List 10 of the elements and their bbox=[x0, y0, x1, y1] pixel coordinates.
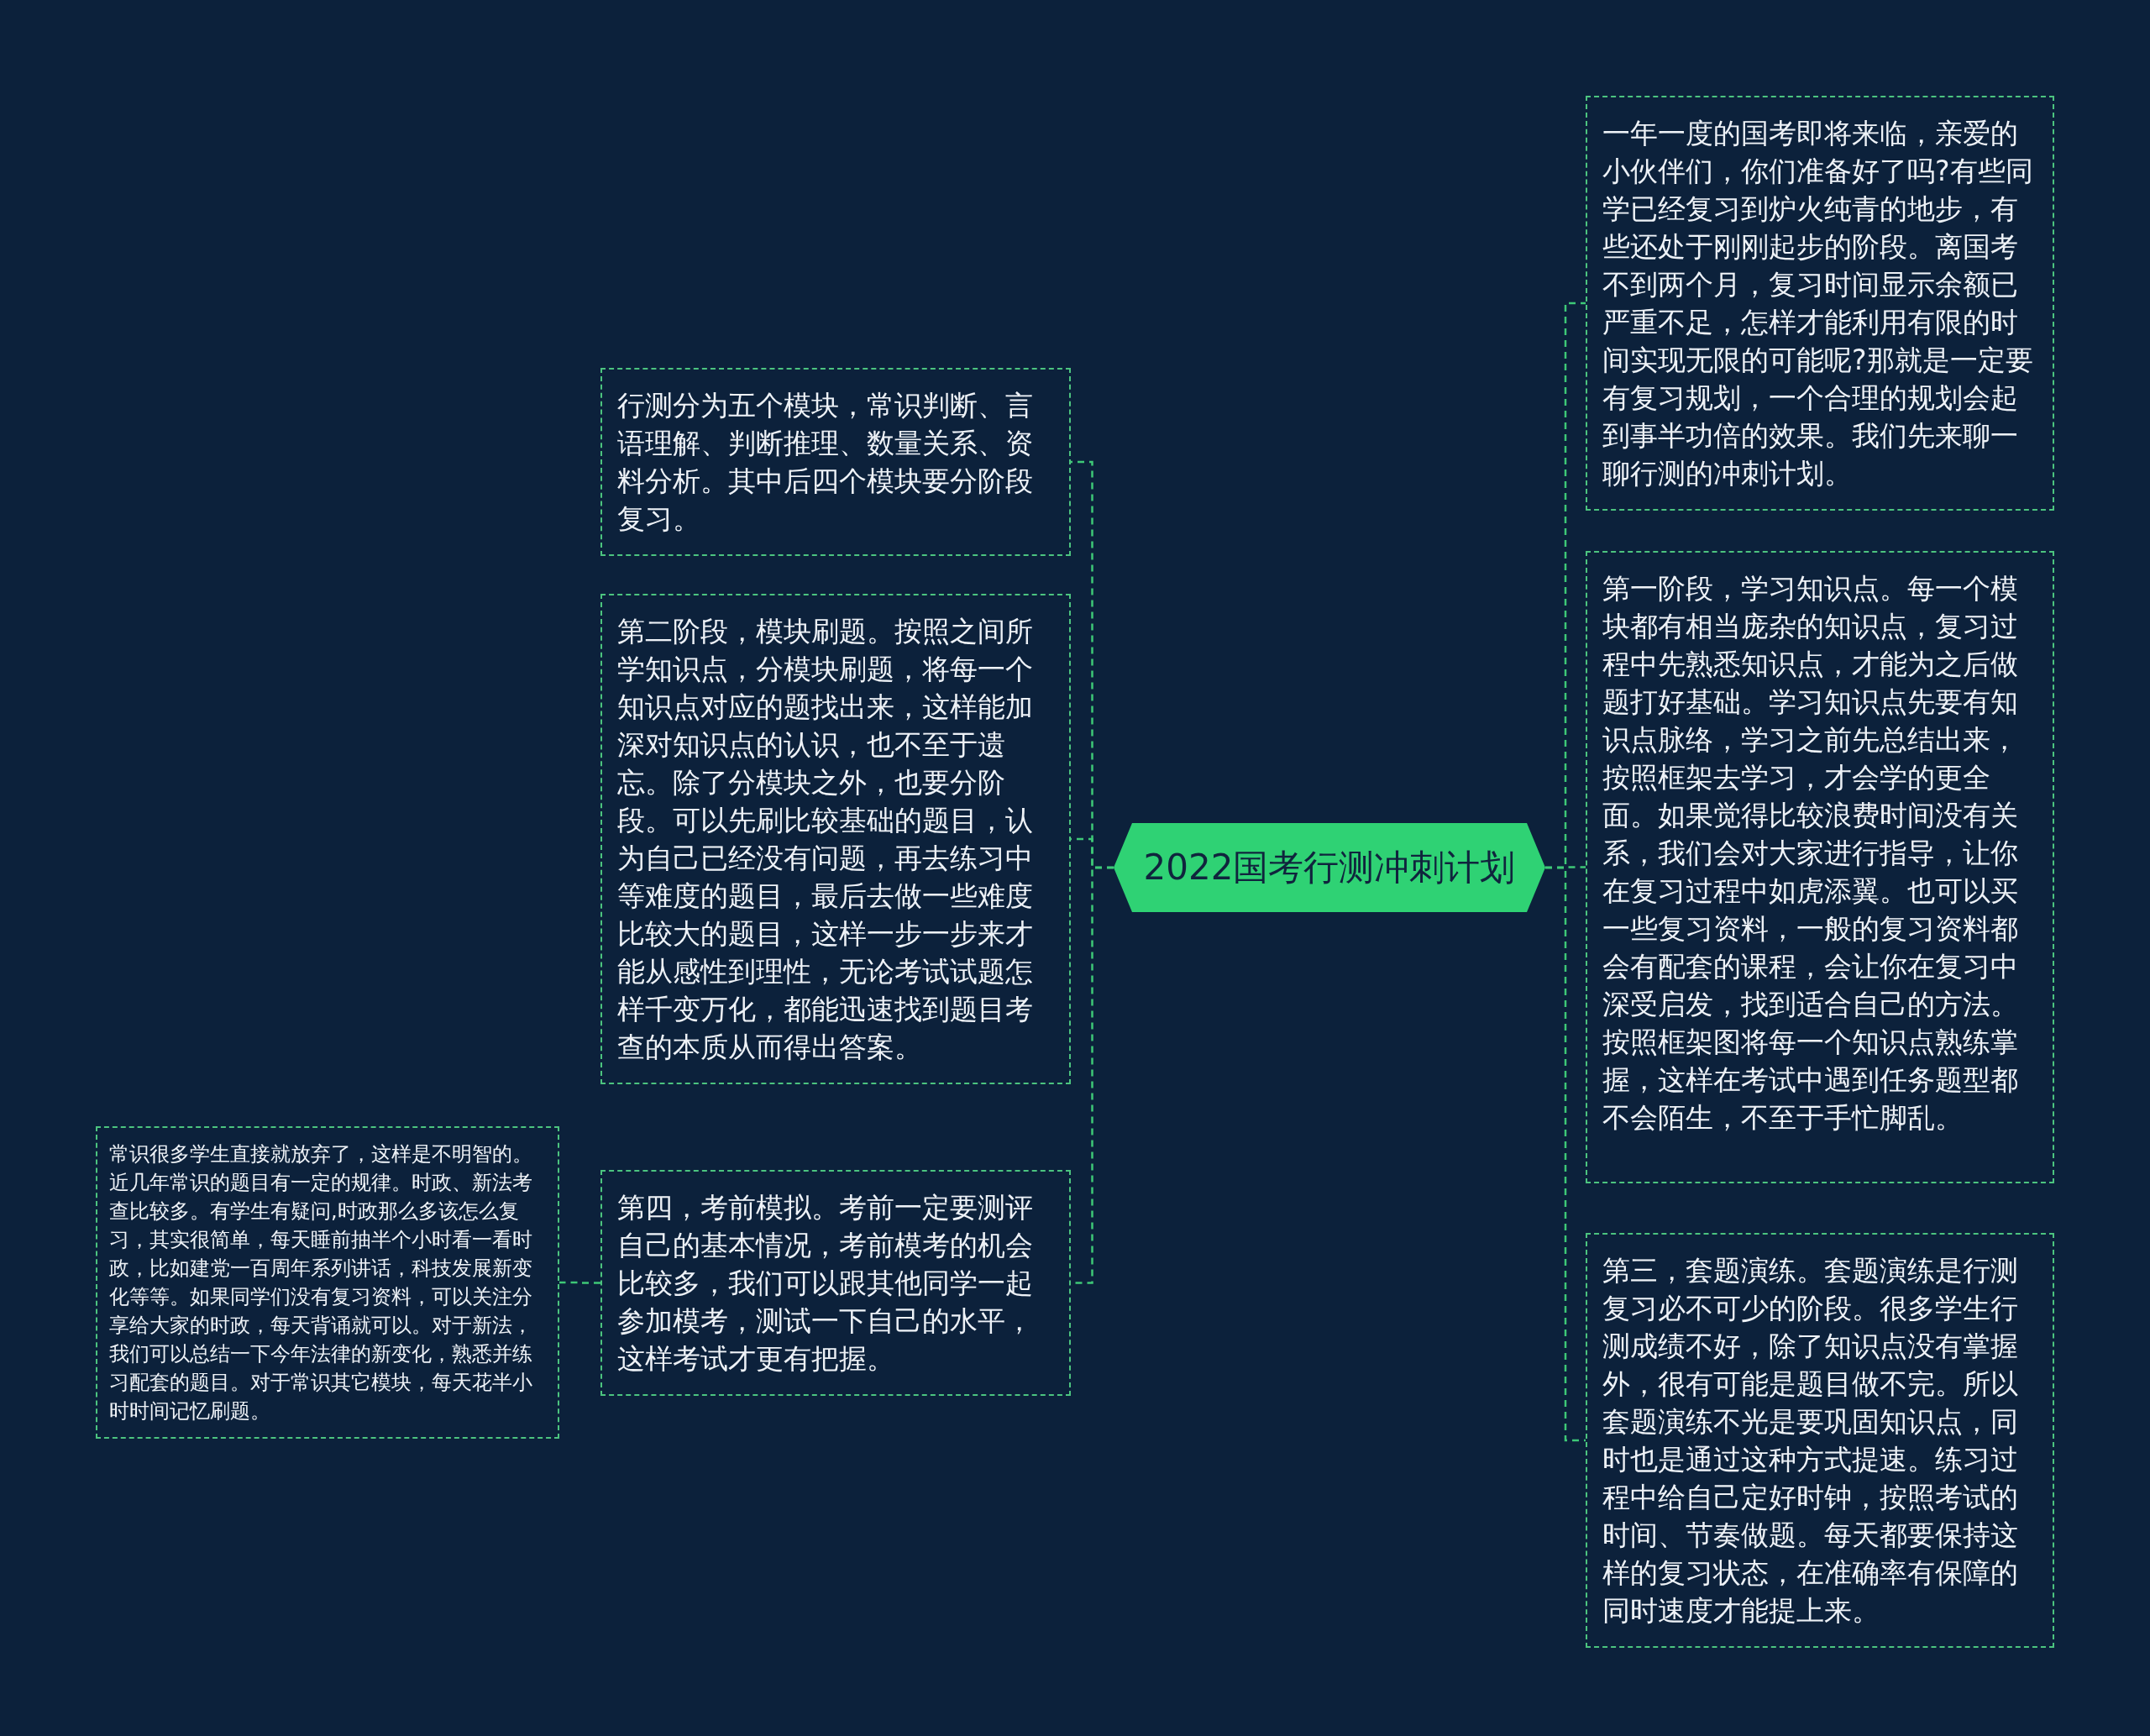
text-box: 第四，考前模拟。考前一定要测评自己的基本情况，考前模考的机会比较多，我们可以跟其他同学一起参加模考，测试一下自己的水平，这样考试才更有把握。 bbox=[600, 1170, 1071, 1396]
text-box: 常识很多学生直接就放弃了，这样是不明智的。近几年常识的题目有一定的规律。时政、新法考查比较多。有学生有疑问,时政那么多该怎么复习，其实很简单，每天睡前抽半个小时看一看时政，比如建党一百周年系列讲话，科技发展新变化等等。如果同学们没有复习资料，可以关注分享给大家的时政，每天背诵就可以。对于新法，我们可以总结一下今年法律的新变化，熟悉并练习配套的题目。对于常识其它模块，每天花半小时时间记忆刷题。 bbox=[96, 1126, 559, 1439]
text-box: 行测分为五个模块，常识判断、言语理解、判断推理、数量关系、资料分析。其中后四个模块要分阶段复习。 bbox=[600, 368, 1071, 556]
connector-line bbox=[559, 1281, 600, 1284]
text-box: 一年一度的国考即将来临，亲爱的小伙伴们，你们准备好了吗?有些同学已经复习到炉火纯青的地步，有些还处于刚刚起步的阶段。离国考不到两个月，复习时间显示余额已严重不足，怎样才能利用有限的时间实现无限的可能呢?那就是一定要有复习规划，一个合理的规划会起到事半功倍的效果。我们先来聊一聊行测的冲刺计划。 bbox=[1586, 96, 2054, 511]
text-box: 第二阶段，模块刷题。按照之间所学知识点，分模块刷题，将每一个知识点对应的题找出来，这样能加深对知识点的认识，也不至于遗忘。除了分模块之外，也要分阶段。可以先刷比较基础的题目，认为自己已经没有问题，再去练习中等难度的题目，最后去做一些难度比较大的题目，这样一步一步来才能从感性到理性，无论考试试题怎样千变万化，都能迅速找到题目考查的本质从而得出答案。 bbox=[600, 594, 1071, 1084]
connector-line bbox=[1545, 866, 1586, 1442]
text-box: 第三，套题演练。套题演练是行测复习必不可少的阶段。很多学生行测成绩不好，除了知识点没有掌握外，很有可能是题目做不完。所以套题演练不光是要巩固知识点，同时也是通过这种方式提速。练习过程中给自己定好时钟，按照考试的时间、节奏做题。每天都要保持这样的复习状态，在准确率有保障的同时速度才能提上来。 bbox=[1586, 1233, 2054, 1648]
text-box: 第一阶段，学习知识点。每一个模块都有相当庞杂的知识点，复习过程中先熟悉知识点，才能为之后做题打好基础。学习知识点先要有知识点脉络，学习之前先总结出来，按照框架去学习，才会学的更全面。如果觉得比较浪费时间没有关系，我们会对大家进行指导，让你在复习过程中如虎添翼。也可以买一些复习资料，一般的复习资料都会有配套的课程，会让你在复习中深受启发，找到适合自己的方法。按照框架图将每一个知识点熟练掌握，这样在考试中遇到任务题型都不会陌生，不至于手忙脚乱。 bbox=[1586, 551, 2054, 1183]
topic-title: 2022国考行测冲刺计划 bbox=[1143, 846, 1516, 889]
